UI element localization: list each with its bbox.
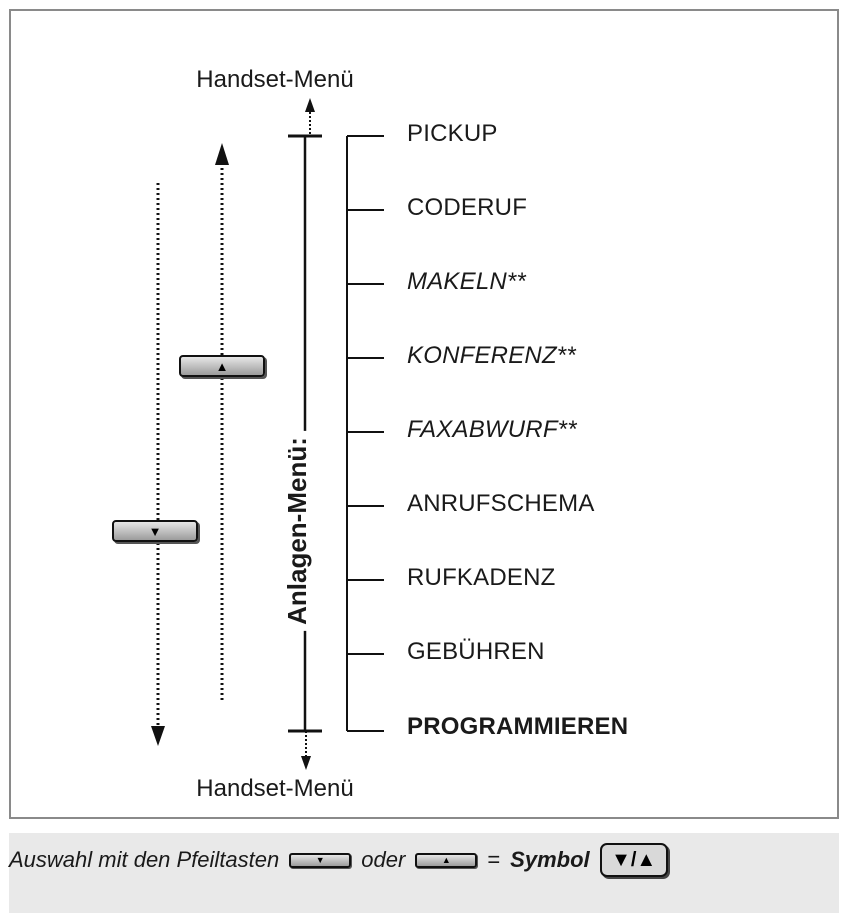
arrow-up-key-icon: ▲	[215, 358, 229, 374]
handset-bottom-arrowhead	[301, 756, 311, 770]
footer-text-or: oder	[361, 847, 406, 872]
arrow-up-key-icon: ▲	[441, 854, 451, 865]
handset-menu-top-label: Handset-Menü	[196, 66, 354, 93]
menu-tree-branches	[347, 135, 384, 732]
menu-item-rufkadenz: RUFKADENZ	[407, 564, 556, 591]
menu-item-coderuf: CODERUF	[407, 194, 528, 221]
anlagen-menu-label: Anlagen-Menü:	[282, 431, 312, 631]
footer-down-key: ▼	[289, 852, 352, 868]
arrow-down-key-icon: ▼	[315, 854, 325, 865]
diagram-frame	[9, 9, 839, 819]
menu-item-programmieren: PROGRAMMIEREN	[407, 713, 629, 740]
menu-item-anrufschema: ANRUFSCHEMA	[407, 490, 595, 517]
arrow-up-key: ▲	[179, 355, 265, 377]
menu-item-konferenz: KONFERENZ**	[407, 342, 576, 369]
handset-top-arrowhead	[305, 98, 315, 112]
footer-bar	[9, 833, 839, 913]
footer-equals: =	[487, 847, 501, 872]
handset-menu-bottom-label: Handset-Menü	[196, 775, 354, 802]
scroll-up-arrowhead	[215, 143, 229, 165]
scroll-down-arrowhead	[151, 726, 165, 746]
footer-up-key: ▲	[415, 852, 478, 868]
diagram-lines	[151, 98, 384, 770]
arrow-down-key: ▼	[112, 520, 198, 542]
arrow-down-key-icon: ▼	[148, 523, 162, 539]
footer-text-before: Auswahl mit den Pfeiltasten	[9, 847, 280, 872]
footer-symbol-word: Symbol	[510, 847, 590, 872]
menu-item-pickup: PICKUP	[407, 120, 498, 147]
menu-item-makeln: MAKELN**	[407, 268, 526, 295]
symbol-arrows-icon: ▼/▲	[599, 843, 668, 877]
menu-item-gebuehren: GEBÜHREN	[407, 638, 545, 665]
menu-item-faxabwurf: FAXABWURF**	[407, 416, 577, 443]
footer-caption: Auswahl mit den Pfeiltasten ▼ oder ▲ = S…	[9, 839, 668, 881]
